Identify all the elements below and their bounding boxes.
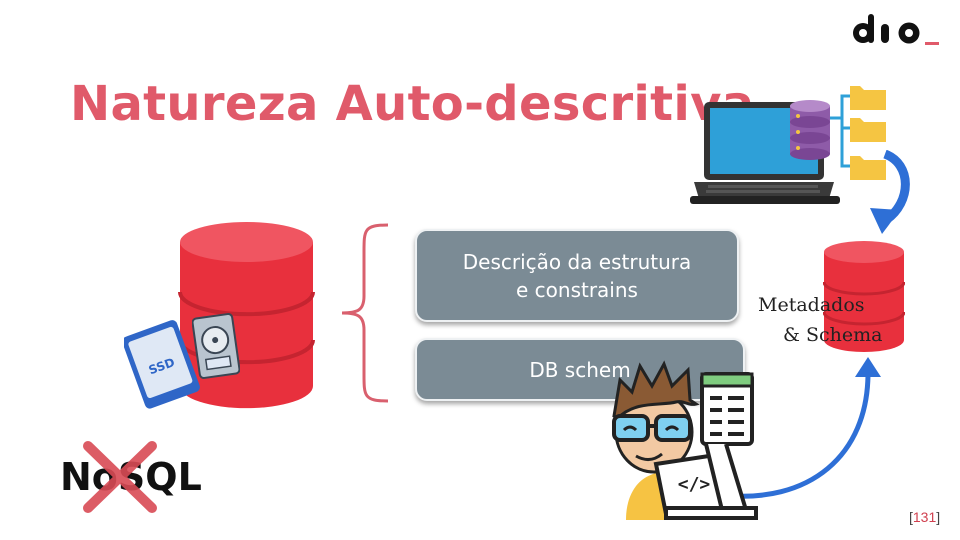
metadata-line: Metadados bbox=[758, 294, 865, 316]
laptop-icon bbox=[690, 86, 886, 204]
cross-icon bbox=[83, 441, 157, 513]
curved-arrow-icon bbox=[870, 150, 910, 234]
structure-description-card: Descrição da estrutura e constrains bbox=[415, 229, 739, 322]
brace-icon bbox=[341, 223, 389, 403]
structure-description-text: Descrição da estrutura e constrains bbox=[462, 249, 692, 302]
curved-arrow-icon bbox=[719, 357, 881, 499]
developer-icon: </> bbox=[612, 360, 758, 520]
database-icon bbox=[823, 241, 905, 352]
ssd-icon: SSD bbox=[124, 320, 200, 409]
database-icon bbox=[790, 100, 830, 160]
db-schema-text: DB schem bbox=[529, 357, 631, 382]
dio-logo-icon bbox=[853, 14, 939, 45]
page-number: [131] bbox=[909, 509, 941, 525]
hard-drive-icon bbox=[192, 313, 240, 379]
slide-title: Natureza Auto-descritiva bbox=[70, 76, 755, 132]
svg-text:</>: </> bbox=[678, 474, 711, 495]
schema-line: & Schema bbox=[783, 324, 883, 346]
folder-icon bbox=[850, 86, 886, 180]
metadata-schema-label: Metadados & Schema bbox=[758, 290, 882, 350]
